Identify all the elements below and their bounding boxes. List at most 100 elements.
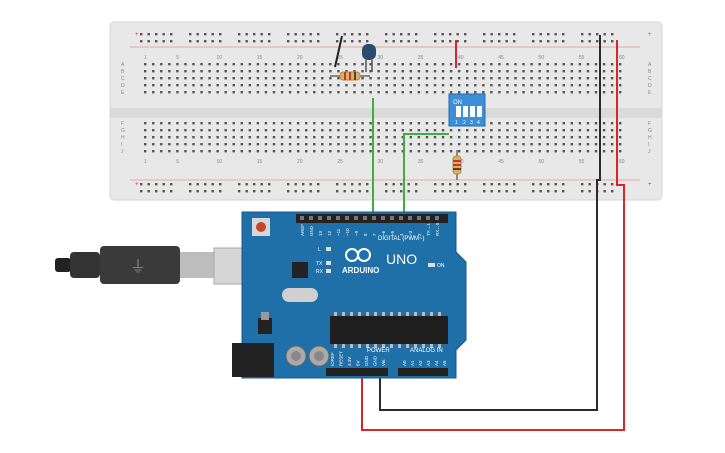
digital-pin-label: 2 — [417, 233, 422, 236]
digital-pin-label: 4 — [399, 233, 404, 236]
usb-cable[interactable]: ⏚ — [55, 246, 259, 285]
bb-row-label-right: D — [648, 83, 652, 89]
bb-row-label-right: C — [648, 76, 652, 82]
resistor-1[interactable] — [330, 71, 370, 81]
power-pin-label: GND — [373, 355, 378, 366]
digital-pin-label: ~9 — [354, 230, 359, 236]
digital-pin-label: ~3 — [408, 230, 413, 236]
breadboard[interactable]: 1155101015152020252530303535404045455050… — [109, 21, 663, 201]
analog-pin-label: A2 — [418, 360, 423, 366]
bb-row-label-left: H — [121, 135, 125, 141]
brand-label: ARDUINO — [342, 266, 379, 275]
bb-col-label-bottom: 1 — [144, 159, 147, 165]
power-header — [326, 368, 388, 376]
bb-row-label-left: B — [121, 69, 125, 75]
bb-row-label-right: E — [648, 90, 652, 96]
bb-row-label-right: A — [648, 62, 652, 68]
on-label: ON — [437, 263, 445, 269]
usb-icon: ⏚ — [130, 258, 146, 276]
wire-red-5v[interactable] — [361, 40, 625, 431]
dip-number-4: 4 — [477, 120, 480, 126]
bb-row-label-left: F — [121, 121, 124, 127]
bb-col-label-top: 40 — [458, 55, 464, 61]
bb-col-label-top: 35 — [418, 55, 424, 61]
analog-pin-label: A0 — [402, 360, 407, 366]
bb-col-label-top: 45 — [498, 55, 504, 61]
regulator — [258, 318, 272, 334]
bb-row-label-right: I — [648, 142, 649, 148]
bb-col-label-bottom: 45 — [498, 159, 504, 165]
digital-pin-label: ~11 — [336, 228, 341, 236]
bb-row-label-right: H — [648, 135, 652, 141]
bb-col-label-bottom: 15 — [257, 159, 263, 165]
resistor-2[interactable] — [452, 150, 462, 180]
digital-pin-label: ~6 — [381, 230, 386, 236]
tx-label: TX — [316, 261, 323, 267]
bb-col-label-top: 55 — [579, 55, 585, 61]
bb-row-label-left: A — [121, 62, 125, 68]
bb-col-label-bottom: 35 — [418, 159, 424, 165]
analog-pin-label: A4 — [434, 360, 439, 366]
bb-col-label-top: 30 — [377, 55, 383, 61]
power-pin-label: IOREF — [330, 352, 335, 366]
analog-header — [398, 368, 448, 376]
bb-col-label-top: 10 — [216, 55, 222, 61]
power-pin-label: Vin — [381, 359, 386, 366]
wire-black-gnd[interactable] — [379, 35, 601, 411]
bb-row-label-left: G — [121, 128, 125, 134]
digital-pin-label: GND — [309, 225, 314, 236]
bb-col-label-top: 60 — [619, 55, 625, 61]
power-pin-label: 5V — [356, 360, 361, 366]
wire-green-dip[interactable] — [403, 133, 449, 222]
bb-col-label-bottom: 60 — [619, 159, 625, 165]
analog-pin-label: A5 — [442, 360, 447, 366]
bb-col-label-top: 5 — [176, 55, 179, 61]
digital-pin-label: 7 — [372, 233, 377, 236]
bb-col-label-top: 25 — [337, 55, 343, 61]
power-pin-label: 3.3V — [347, 357, 352, 366]
analog-label: ANALOG IN — [410, 348, 443, 354]
bb-col-label-bottom: 50 — [538, 159, 544, 165]
usb-chip — [292, 262, 308, 278]
analog-pin-label: A3 — [426, 360, 431, 366]
dip-on-label: ON — [453, 100, 462, 106]
bb-row-label-left: D — [121, 83, 125, 89]
bb-row-label-left: C — [121, 76, 125, 82]
bb-row-label-right: F — [648, 121, 651, 127]
dip-number-1: 1 — [455, 120, 458, 126]
crystal — [282, 288, 318, 302]
digital-pin-label: 8 — [363, 233, 368, 236]
digital-pin-label: ~5 — [390, 230, 395, 236]
rail-plus-label: + — [648, 32, 652, 38]
bb-row-label-left: J — [121, 149, 124, 155]
bb-row-label-left: I — [121, 142, 122, 148]
model-label: UNO — [386, 251, 417, 267]
bb-col-label-top: 50 — [538, 55, 544, 61]
power-label: POWER — [367, 348, 390, 354]
rx-label: RX — [316, 269, 324, 275]
rail-plus-label: + — [135, 32, 139, 38]
bb-col-label-bottom: 20 — [297, 159, 303, 165]
bb-col-label-bottom: 55 — [579, 159, 585, 165]
l-label: L — [318, 247, 321, 253]
dip-number-2: 2 — [463, 120, 466, 126]
rail-plus-label: + — [648, 182, 652, 188]
dip-switch[interactable]: ON 1 2 3 4 — [448, 93, 486, 127]
bb-row-label-right: B — [648, 69, 652, 75]
bb-row-label-right: G — [648, 128, 652, 134]
microcontroller-chip — [330, 316, 448, 344]
jumper-wire-black-short[interactable] — [334, 35, 343, 68]
digital-pin-label: RX←0 — [435, 222, 440, 236]
power-jack[interactable] — [232, 343, 274, 377]
breadboard-holes — [140, 33, 622, 193]
rail-plus-label: + — [135, 182, 139, 188]
power-pin-label: GND — [364, 355, 369, 366]
bb-col-label-top: 15 — [257, 55, 263, 61]
led[interactable] — [362, 44, 376, 72]
arduino-logo-icon — [345, 248, 371, 262]
bb-col-label-top: 1 — [144, 55, 147, 61]
bb-col-label-bottom: 25 — [337, 159, 343, 165]
power-pin-label: RESET — [339, 351, 344, 366]
digital-pin-label: TX→1 — [426, 223, 431, 236]
